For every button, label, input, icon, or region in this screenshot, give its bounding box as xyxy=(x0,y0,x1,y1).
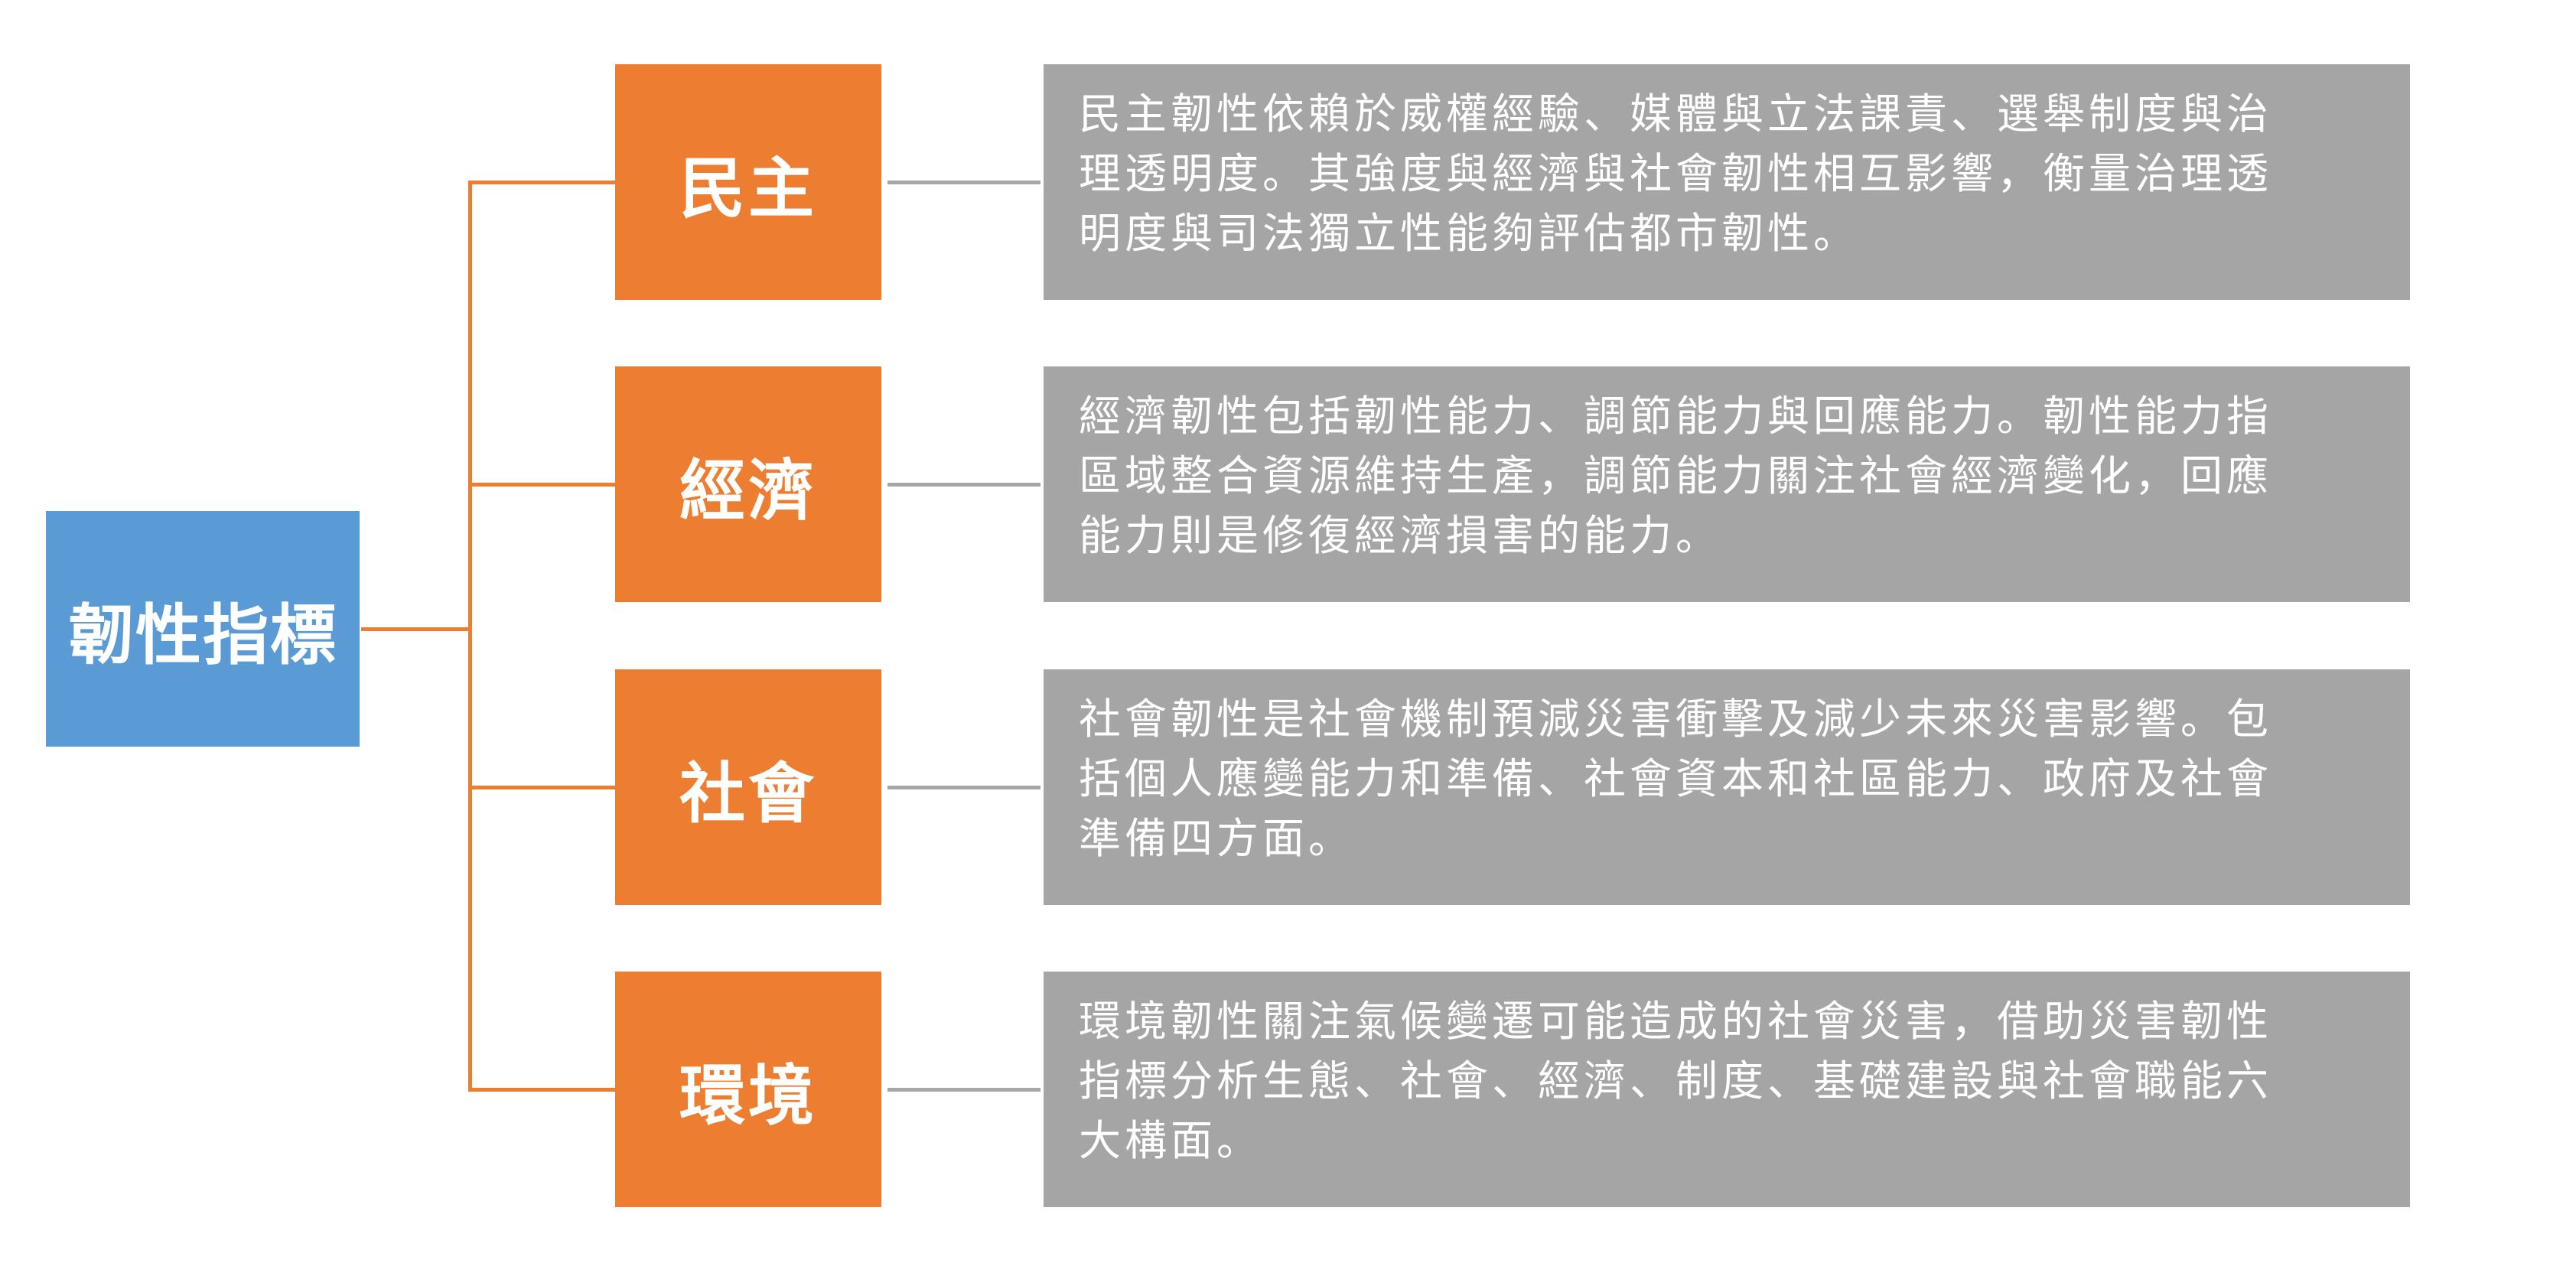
category-economy: 經濟 xyxy=(615,366,881,602)
description-line: 明度與司法獨立性能夠評估都市韌性。 xyxy=(1079,209,1860,258)
description-line: 括個人應變能力和準備、社會資本和社區能力、政府及社會 xyxy=(1079,754,2273,803)
description-line: 理透明度。其強度與經濟與社會韌性相互影響，衡量治理透 xyxy=(1079,149,2273,198)
description-line: 大構面。 xyxy=(1079,1116,1263,1165)
link-line-environment xyxy=(887,1088,1040,1092)
root-node: 韌性指標 xyxy=(46,511,360,747)
branch-connector-4 xyxy=(468,1088,615,1092)
description-line: 民主韌性依賴於威權經驗、媒體與立法課責、選舉制度與治 xyxy=(1079,90,2273,138)
link-line-society xyxy=(887,786,1040,789)
description-society: 社會韌性是社會機制預減災害衝擊及減少未來災害影響。包 括個人應變能力和準備、社會… xyxy=(1044,669,2410,905)
category-democracy: 民主 xyxy=(615,64,881,300)
description-line: 環境韌性關注氣候變遷可能造成的社會災害，借助災害韌性 xyxy=(1079,997,2273,1046)
description-democracy: 民主韌性依賴於威權經驗、媒體與立法課責、選舉制度與治 理透明度。其強度與經濟與社… xyxy=(1044,64,2410,300)
description-economy: 經濟韌性包括韌性能力、調節能力與回應能力。韌性能力指 區域整合資源維持生產，調節… xyxy=(1044,366,2410,602)
description-line: 準備四方面。 xyxy=(1079,814,1355,863)
description-line: 能力則是修復經濟損害的能力。 xyxy=(1079,511,1722,560)
category-society: 社會 xyxy=(615,669,881,905)
root-connector xyxy=(361,627,470,631)
description-environment: 環境韌性關注氣候變遷可能造成的社會災害，借助災害韌性 指標分析生態、社會、經濟、… xyxy=(1044,972,2410,1207)
description-line: 社會韌性是社會機制預減災害衝擊及減少未來災害影響。包 xyxy=(1079,695,2273,744)
description-line: 經濟韌性包括韌性能力、調節能力與回應能力。韌性能力指 xyxy=(1079,392,2273,441)
link-line-economy xyxy=(887,483,1040,487)
branch-connector-1 xyxy=(468,181,615,184)
description-line: 區域整合資源維持生產，調節能力關注社會經濟變化，回應 xyxy=(1079,451,2273,500)
branch-connector-2 xyxy=(468,483,615,487)
category-environment: 環境 xyxy=(615,972,881,1207)
trunk-connector xyxy=(468,181,472,1091)
link-line-democracy xyxy=(887,181,1040,184)
branch-connector-3 xyxy=(468,786,615,789)
description-line: 指標分析生態、社會、經濟、制度、基礎建設與社會職能六 xyxy=(1079,1056,2273,1105)
